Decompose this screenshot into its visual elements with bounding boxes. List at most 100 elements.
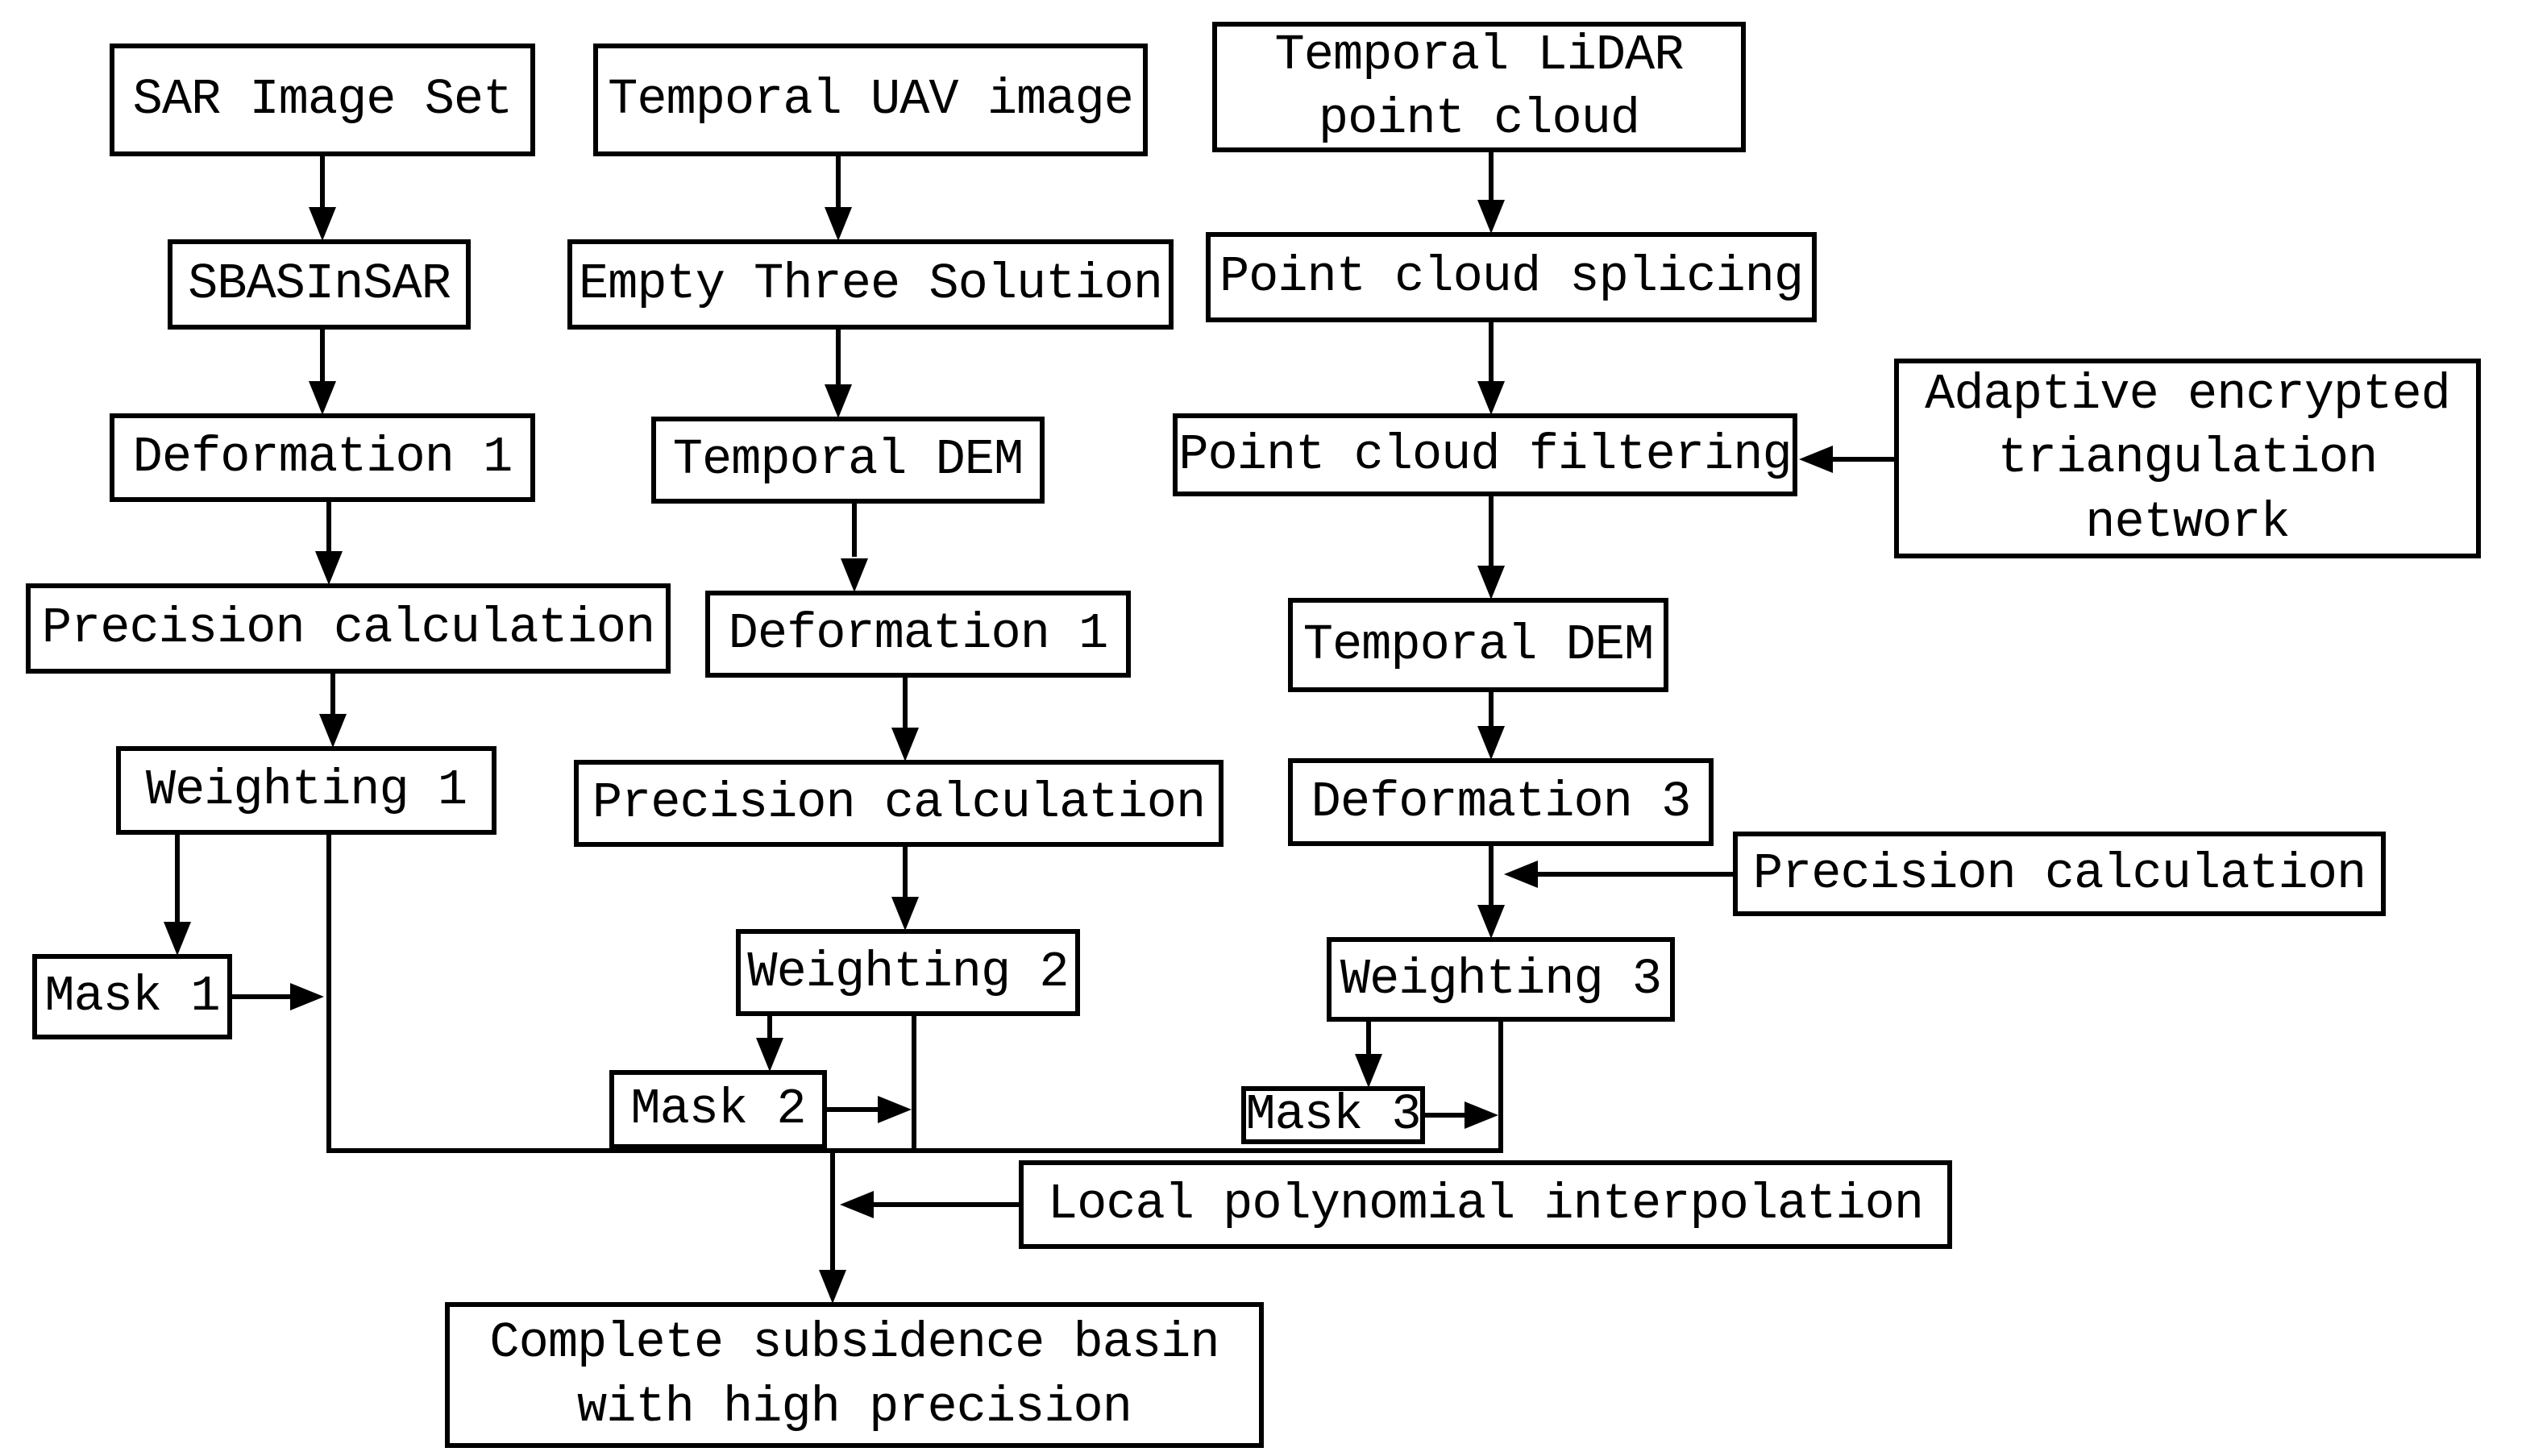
weighting1-drop-line-line	[326, 835, 331, 1151]
mask3-to-junction-line	[1425, 1113, 1468, 1118]
node-temporal-dem-lidar: Temporal DEM	[1288, 598, 1668, 692]
filtering-to-dem-lidar-line	[1489, 496, 1494, 567]
node-label: Precision calculation	[1752, 844, 2366, 902]
node-label-line: Temporal LiDAR	[1274, 26, 1685, 84]
node-mask-1: Mask 1	[32, 954, 232, 1039]
dem-lidar-to-deformation3-arrowhead	[1477, 726, 1505, 760]
node-label: Local polynomial interpolation	[1047, 1176, 1924, 1234]
node-label: Weighting 2	[747, 944, 1069, 1002]
node-label: Precision calculation	[592, 774, 1206, 832]
node-label-line: Adaptive encrypted	[1925, 365, 2451, 423]
weighting3-drop-line-line	[1498, 1022, 1503, 1151]
sbasinsar-to-deformation1-arrowhead	[309, 381, 336, 415]
node-label-line: triangulation	[1997, 429, 2379, 487]
node-point-cloud-filtering: Point cloud filtering	[1173, 413, 1797, 496]
node-sbasinsar: SBASInSAR	[168, 239, 471, 330]
node-precision-calc-lidar: Precision calculation	[1733, 832, 2386, 916]
node-label: Precision calculation	[41, 599, 655, 657]
node-precision-calc-sar: Precision calculation	[26, 583, 671, 674]
node-label: Deformation 1	[728, 605, 1109, 663]
node-mask-3: Mask 3	[1241, 1086, 1425, 1144]
dem-lidar-to-deformation3-line	[1489, 692, 1494, 729]
node-complete-subsidence-basin: Complete subsidence basin with high preci…	[445, 1302, 1264, 1448]
lidar-to-splicing-arrowhead	[1477, 200, 1505, 234]
node-label: Mask 2	[630, 1081, 806, 1139]
weighting2-to-mask2-line	[767, 1016, 772, 1039]
lidar-to-splicing-line	[1489, 152, 1494, 201]
node-label: Temporal UAV image	[608, 71, 1134, 129]
sar-to-sbasinsar-line	[320, 156, 325, 209]
node-weighting-2: Weighting 2	[736, 929, 1080, 1016]
node-point-cloud-splicing: Point cloud splicing	[1206, 232, 1817, 322]
node-label: Weighting 3	[1340, 950, 1662, 1008]
weighting1-to-mask1-arrowhead	[164, 922, 191, 956]
node-deformation-3: Deformation 3	[1288, 758, 1714, 846]
uav-to-empty-three-arrowhead	[825, 207, 852, 241]
weighting1-to-mask1-line	[175, 835, 180, 923]
interp-to-merge-arrowhead	[840, 1191, 874, 1218]
node-label: Weighting 1	[145, 761, 467, 819]
precision-to-weighting1-line	[330, 674, 335, 716]
dem-to-deformation1-uav-arrowhead	[841, 558, 868, 592]
deformation3-to-weighting3-line	[1489, 846, 1494, 906]
merge-to-final-line	[830, 1151, 835, 1271]
node-label: Mask 1	[44, 968, 220, 1026]
dem-to-deformation1-uav-line	[852, 504, 857, 557]
node-weighting-3: Weighting 3	[1327, 937, 1675, 1022]
mask2-to-junction-line	[827, 1107, 878, 1112]
empty-three-to-dem-line	[836, 330, 841, 386]
triangulation-to-filtering-line	[1833, 457, 1894, 462]
node-label: Deformation 1	[132, 429, 513, 487]
node-sar-image-set: SAR Image Set	[110, 44, 535, 156]
mask3-to-junction-arrowhead	[1464, 1101, 1498, 1129]
prec-lidar-to-spine-line	[1538, 872, 1733, 877]
mask1-to-junction-line	[232, 994, 292, 999]
node-label: Temporal DEM	[1302, 616, 1654, 674]
sbasinsar-to-deformation1-line	[320, 330, 325, 381]
node-label: Point cloud splicing	[1219, 248, 1804, 306]
node-label: Point cloud filtering	[1178, 425, 1792, 483]
weighting3-to-mask3-arrowhead	[1355, 1054, 1382, 1088]
node-label: SAR Image Set	[132, 71, 513, 129]
node-label-line: network	[2085, 493, 2290, 551]
node-temporal-uav-image: Temporal UAV image	[593, 44, 1148, 156]
weighting3-to-mask3-line	[1366, 1022, 1371, 1054]
splicing-to-filtering-arrowhead	[1477, 381, 1505, 415]
merge-to-final-arrowhead	[819, 1270, 846, 1304]
deformation1-uav-to-prec-line	[903, 678, 908, 728]
node-label: Deformation 3	[1311, 773, 1692, 831]
deformation1-to-precision-arrowhead	[315, 551, 343, 585]
node-label: Mask 3	[1245, 1086, 1421, 1144]
deformation3-to-weighting3-arrowhead	[1477, 905, 1505, 939]
node-adaptive-triangulation: Adaptive encrypted triangulation network	[1894, 359, 2481, 558]
triangulation-to-filtering-arrowhead	[1799, 446, 1833, 473]
mask1-to-junction-arrowhead	[290, 983, 324, 1010]
splicing-to-filtering-line	[1489, 322, 1494, 383]
deformation1-to-precision-line	[326, 502, 331, 553]
interp-to-merge-line	[874, 1202, 1019, 1207]
node-label: Empty Three Solution	[578, 255, 1163, 313]
node-precision-calc-uav: Precision calculation	[574, 760, 1224, 847]
node-local-polynomial-interp: Local polynomial interpolation	[1019, 1160, 1952, 1249]
filtering-to-dem-lidar-arrowhead	[1477, 566, 1505, 599]
node-label: SBASInSAR	[188, 255, 451, 313]
prec-lidar-to-spine-arrowhead	[1504, 861, 1538, 888]
empty-three-to-dem-arrowhead	[825, 384, 852, 418]
node-deformation-1-sar: Deformation 1	[110, 413, 535, 502]
precision-to-weighting1-arrowhead	[319, 714, 347, 748]
weighting2-drop-line-line	[912, 1016, 916, 1150]
sar-to-sbasinsar-arrowhead	[309, 207, 336, 241]
deformation1-uav-to-prec-arrowhead	[891, 728, 919, 761]
node-label-line: with high precision	[577, 1378, 1132, 1436]
weighting2-to-mask2-arrowhead	[756, 1038, 783, 1072]
node-temporal-dem-uav: Temporal DEM	[651, 417, 1045, 504]
uav-to-empty-three-line	[836, 156, 841, 209]
node-deformation-1-uav: Deformation 1	[705, 591, 1131, 678]
node-label-line: Complete subsidence basin	[489, 1314, 1219, 1372]
prec-uav-to-weighting2-arrowhead	[891, 897, 919, 931]
node-label: Temporal DEM	[672, 431, 1024, 489]
node-weighting-1: Weighting 1	[116, 746, 496, 835]
node-mask-2: Mask 2	[609, 1070, 827, 1149]
